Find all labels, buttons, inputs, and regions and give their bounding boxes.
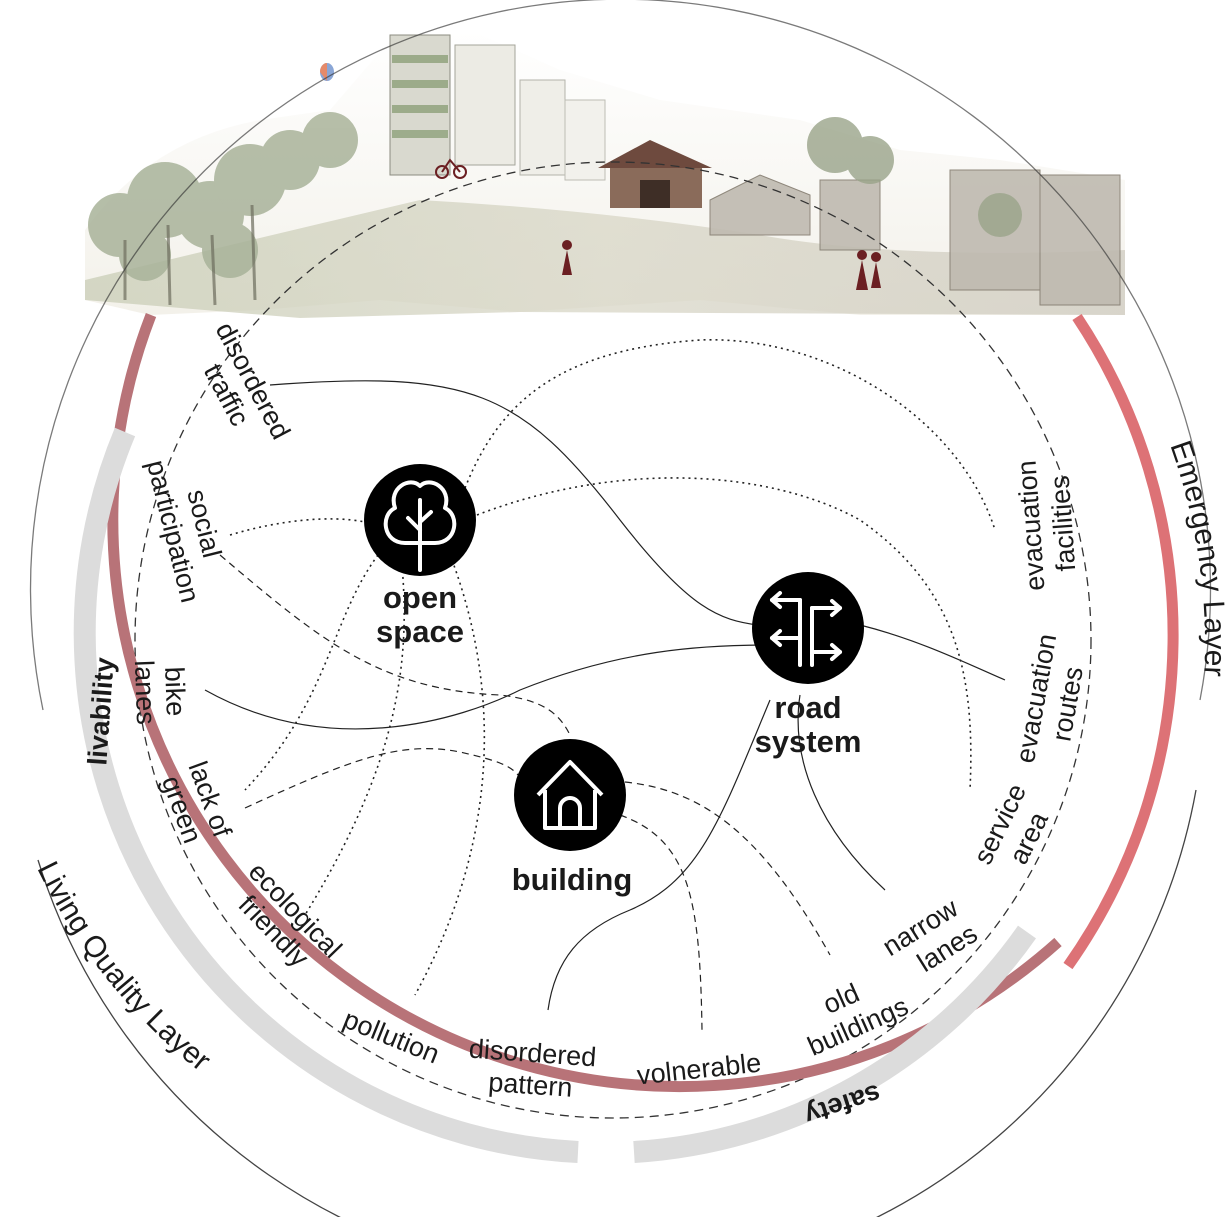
road-system-label-line1: road [774, 690, 841, 725]
tree-icon [383, 480, 457, 572]
link-road-routes [859, 624, 1006, 681]
issue-disordered-pattern-line1: disordered [468, 1034, 597, 1073]
town-illustration [85, 30, 1125, 318]
link-open-facilities [464, 339, 996, 531]
link-green-building [244, 747, 519, 809]
node-building: building [512, 739, 633, 897]
link-social-building [219, 554, 571, 736]
road-system-label-line2: system [755, 724, 862, 759]
emergency-arc [1063, 313, 1179, 970]
node-open-space: open space [364, 464, 476, 649]
safety-band [633, 925, 1036, 1163]
living-quality-arc [107, 313, 1062, 1093]
outer-circle [29, 0, 1212, 1222]
link-open-green [244, 554, 379, 791]
link-social-open [229, 518, 366, 536]
link-road-narrow [797, 694, 886, 891]
temple [598, 140, 712, 208]
open-space-label-line1: open [383, 580, 457, 615]
issue-evacuation-facilities-line2: facilities [1045, 474, 1082, 572]
issue-labels: disordered traffic social participation … [129, 317, 1089, 1103]
link-building-volnerable [619, 814, 703, 1031]
building-label: building [512, 862, 633, 897]
issue-bike-lanes-line1: bike [159, 666, 191, 717]
balloon-icon [320, 63, 334, 81]
link-traffic-road [269, 380, 759, 626]
road-sign-icon [770, 591, 842, 667]
link-open-pollution [414, 559, 486, 996]
link-building-old [624, 781, 831, 956]
issue-disordered-pattern-line2: pattern [487, 1067, 573, 1103]
livability-label: livability [82, 656, 119, 766]
issue-ring [134, 161, 1092, 1119]
livability-band [73, 427, 579, 1163]
node-road-system: road system [752, 572, 864, 759]
living-quality-layer-label: Living Quality Layer [31, 856, 217, 1077]
issue-bike-lanes-line2: lanes [129, 660, 161, 726]
connections [204, 339, 1006, 1031]
link-bike-road [204, 644, 771, 730]
link-road-pattern [547, 699, 771, 1011]
house-icon [536, 760, 604, 830]
open-space-label-line2: space [376, 614, 464, 649]
link-open-service [476, 477, 972, 791]
tower-buildings [389, 34, 606, 181]
